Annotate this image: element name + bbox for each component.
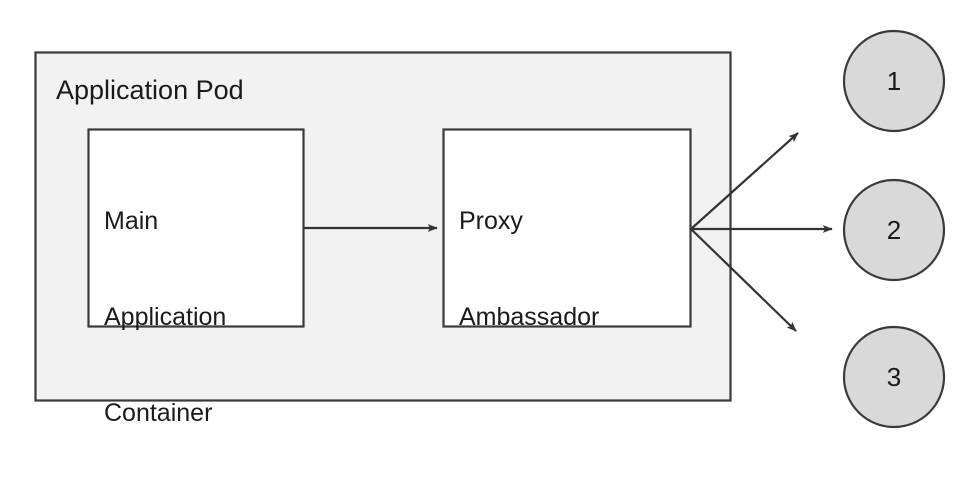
proxy-label-line-2: Ambassador	[459, 303, 600, 331]
main-container-label-line-3: Container	[104, 399, 213, 427]
proxy-label-line-1: Proxy	[459, 207, 523, 235]
proxy-ambassador-label: Proxy Ambassador	[459, 141, 599, 397]
main-container-label-line-1: Main	[104, 207, 159, 235]
connector-proxy-to-service-3	[690, 228, 797, 332]
main-container-label-line-2: Application	[104, 303, 227, 331]
main-application-container-box	[87, 128, 305, 328]
proxy-ambassador-box	[442, 128, 692, 328]
service-circle-1	[842, 29, 946, 133]
main-application-container-label: Main Application Container	[104, 141, 226, 493]
diagram-canvas: Application Pod Main Application Contain…	[34, 29, 946, 429]
connector-proxy-to-service-1	[690, 132, 799, 230]
service-circle-1-label: 1	[886, 66, 902, 96]
application-pod-label: Application Pod	[56, 75, 244, 105]
diagram-shapes	[34, 29, 946, 429]
service-circle-2-label: 2	[886, 215, 902, 245]
service-circle-3-label: 3	[886, 362, 902, 392]
service-circle-2	[842, 178, 946, 282]
service-circle-3	[842, 325, 946, 429]
